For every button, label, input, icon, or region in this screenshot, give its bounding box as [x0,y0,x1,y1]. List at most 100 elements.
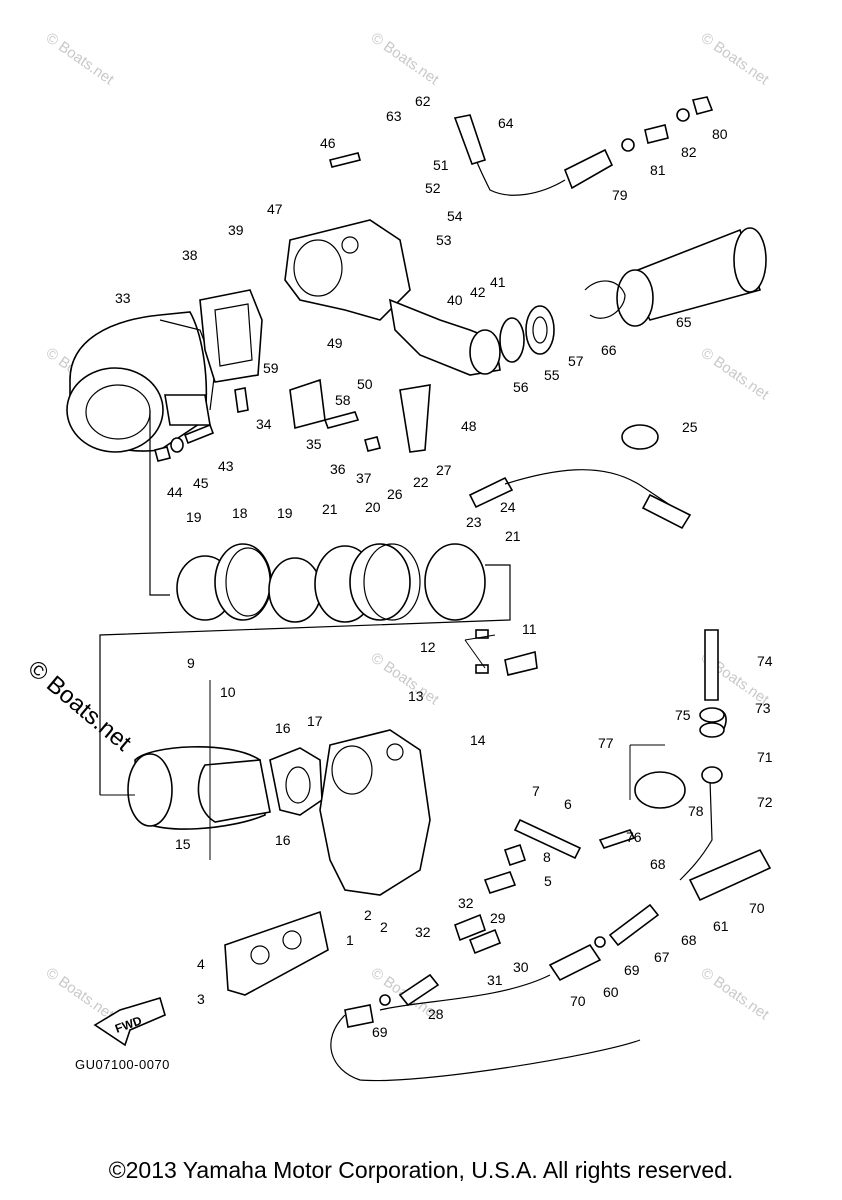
callout-41: 41 [490,274,506,290]
callout-52: 52 [425,180,441,196]
callout-32a: 32 [458,895,474,911]
callout-15: 15 [175,836,191,852]
callout-19b: 19 [277,505,293,521]
callout-2a: 2 [364,907,372,923]
callout-3: 3 [197,991,205,1007]
callout-29: 29 [490,910,506,926]
callout-34: 34 [256,416,272,432]
callout-63: 63 [386,108,402,124]
lower-exhaust-assembly [93,629,772,1082]
callout-12: 12 [420,639,436,655]
callout-76: 76 [626,829,642,845]
callout-59: 59 [263,360,279,376]
callout-77: 77 [598,735,614,751]
callout-49: 49 [327,335,343,351]
callout-30: 30 [513,959,529,975]
callout-58: 58 [335,392,351,408]
callout-26: 26 [387,486,403,502]
callout-32b: 32 [415,924,431,940]
callout-labels: 1 2 2 3 4 5 6 7 8 9 10 11 12 13 14 15 16… [115,93,773,1040]
callout-17: 17 [307,713,323,729]
callout-19a: 19 [186,509,202,525]
watermark-text: © Boats.net [43,964,118,1023]
watermark-text: © Boats.net [698,29,773,88]
callout-44: 44 [167,484,183,500]
callout-20: 20 [365,499,381,515]
callout-11: 11 [522,621,537,637]
callout-66: 66 [601,342,617,358]
callout-14: 14 [470,732,486,748]
callout-69a: 69 [624,962,640,978]
callout-28: 28 [428,1006,444,1022]
callout-69b: 69 [372,1024,388,1040]
callout-65: 65 [676,314,692,330]
watermark-text: © Boats.net [368,29,443,88]
callout-55: 55 [544,367,560,383]
callout-4: 4 [197,956,205,972]
callout-7: 7 [532,783,540,799]
callout-37: 37 [356,470,372,486]
callout-22: 22 [413,474,429,490]
watermark-text: © Boats.net [43,29,118,88]
callout-72: 72 [757,794,773,810]
callout-79: 79 [612,187,628,203]
callout-6: 6 [564,796,572,812]
copyright-notice: ©2013 Yamaha Motor Corporation, U.S.A. A… [108,1157,734,1183]
callout-33: 33 [115,290,131,306]
callout-9: 9 [187,655,195,671]
callout-40: 40 [447,292,463,308]
callout-13: 13 [408,688,424,704]
callout-42: 42 [470,284,486,300]
watermark-text: © Boats.net [698,964,773,1023]
drawing-code: GU07100-0070 [75,1057,170,1072]
watermark-text: © Boats.net [368,649,443,708]
callout-51: 51 [433,157,449,173]
callout-35: 35 [306,436,322,452]
callout-81: 81 [650,162,666,178]
callout-27: 27 [436,462,452,478]
callout-68b: 68 [681,932,697,948]
callout-80: 80 [712,126,728,142]
callout-68a: 68 [650,856,666,872]
callout-61: 61 [713,918,729,934]
callout-82: 82 [681,144,697,160]
upper-exhaust-assembly [66,96,767,530]
callout-21a: 21 [322,501,338,517]
callout-54: 54 [447,208,463,224]
callout-53: 53 [436,232,452,248]
callout-73: 73 [755,700,771,716]
callout-64: 64 [498,115,514,131]
callout-78: 78 [688,803,704,819]
callout-48: 48 [461,418,477,434]
callout-70a: 70 [749,900,765,916]
callout-60: 60 [603,984,619,1000]
callout-47: 47 [267,201,283,217]
callout-62: 62 [415,93,431,109]
callout-71: 71 [757,749,773,765]
callout-57: 57 [568,353,584,369]
callout-36: 36 [330,461,346,477]
callout-45: 45 [193,475,209,491]
callout-25: 25 [682,419,698,435]
callout-74: 74 [757,653,773,669]
callout-50: 50 [357,376,373,392]
callout-2b: 2 [380,919,388,935]
callout-5: 5 [544,873,552,889]
callout-24: 24 [500,499,516,515]
callout-46: 46 [320,135,336,151]
watermark-text: © Boats.net [698,344,773,403]
callout-56: 56 [513,379,529,395]
callout-43: 43 [218,458,234,474]
callout-10: 10 [220,684,236,700]
callout-16b: 16 [275,832,291,848]
callout-31: 31 [487,972,503,988]
callout-67: 67 [654,949,670,965]
clamps-row [99,410,511,795]
callout-70b: 70 [570,993,586,1009]
callout-8: 8 [543,849,551,865]
callout-38: 38 [182,247,198,263]
callout-1: 1 [346,932,354,948]
callout-21b: 21 [505,528,521,544]
callout-75: 75 [675,707,691,723]
